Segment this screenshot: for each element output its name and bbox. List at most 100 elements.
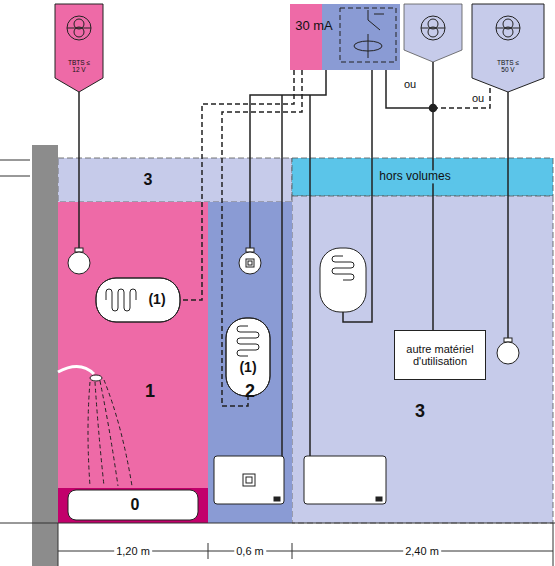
dimension-label: 2,40 m	[403, 545, 441, 557]
differential-switch	[340, 8, 396, 62]
volume-grounds	[292, 196, 553, 523]
volume-band: hors volumes	[292, 158, 553, 196]
transformer-symbol	[67, 16, 91, 40]
transformer-symbol	[496, 16, 520, 40]
box-label: hors volumes	[376, 170, 453, 183]
water-heater	[237, 326, 259, 356]
wires	[309, 95, 311, 456]
shield-outline	[472, 4, 544, 92]
radiator	[243, 474, 255, 486]
shower	[88, 382, 90, 486]
radiator	[304, 456, 386, 504]
shower	[58, 366, 132, 486]
shower	[58, 366, 94, 374]
shower	[100, 381, 118, 486]
volume-number: 2	[245, 382, 255, 402]
radiator	[376, 497, 382, 501]
bathtub	[68, 490, 198, 520]
volume-zone: 0	[58, 488, 208, 523]
dimension-label: 0,6 m	[234, 545, 266, 557]
volume-zone: 3 autre matériel d'utilisation	[292, 196, 553, 523]
supply-box: TBTS ≤ 12 V	[55, 4, 103, 92]
supply-box: TBTS ≤ 50 V	[472, 4, 544, 92]
volume-grounds	[208, 202, 292, 523]
differential-switch	[354, 41, 382, 51]
shower	[95, 382, 104, 486]
wall-and-floor	[0, 160, 30, 176]
dimension-line	[58, 523, 553, 566]
wires	[432, 62, 434, 108]
radiator	[214, 456, 284, 504]
wires	[78, 92, 80, 251]
supply-boxes	[404, 4, 462, 62]
water-heater	[96, 278, 180, 322]
transformer-symbol	[496, 28, 520, 29]
lamp	[248, 261, 252, 265]
volume-number: (1)	[239, 360, 256, 375]
shield-outline	[55, 4, 103, 92]
shower	[104, 380, 132, 486]
transformer-symbol	[421, 16, 445, 40]
shield-outline	[472, 4, 544, 92]
differential-switch	[374, 14, 384, 15]
equipment-box: autre matériel d'utilisation	[394, 330, 486, 380]
volume-grounds	[58, 488, 208, 523]
wires	[507, 92, 509, 341]
water-heater	[320, 248, 366, 312]
rcd-box: 30 mA	[290, 4, 400, 70]
lamp	[504, 338, 512, 342]
transformer-symbol	[67, 16, 520, 40]
wires	[250, 70, 326, 251]
wires	[433, 86, 490, 108]
volume-zone: 1 (1) 0	[58, 202, 208, 523]
lamp	[246, 248, 254, 252]
water-heater	[96, 248, 366, 396]
tank-outline	[96, 278, 180, 322]
volume-grounds	[58, 202, 208, 523]
water-heater	[332, 256, 354, 280]
bathtub	[68, 490, 198, 520]
alternative-note: ou	[402, 78, 418, 90]
transformer-symbol	[421, 28, 445, 29]
wall-and-floor	[32, 145, 58, 566]
wire-connector	[180, 70, 294, 300]
box-label: 30 mA	[295, 19, 333, 33]
wall-and-floor	[0, 523, 555, 524]
volume-number: 1	[145, 382, 155, 402]
radiator	[246, 477, 252, 483]
radiator	[274, 497, 280, 501]
transformer-symbol	[67, 28, 91, 29]
alternative-note: ou	[470, 92, 486, 104]
volume-number: 3	[141, 171, 156, 189]
radiator	[214, 456, 386, 504]
volume-number: (1)	[148, 292, 165, 307]
equipment-label: autre matériel d'utilisation	[395, 340, 485, 370]
volume-grounds	[292, 158, 553, 196]
shower	[90, 375, 102, 381]
lamp	[239, 252, 261, 274]
supply-boxes	[55, 4, 544, 92]
wire-connector	[386, 70, 433, 330]
volume-number: 0	[131, 496, 140, 514]
box-label: TBTS ≤ 12 V	[64, 59, 94, 73]
lamp	[246, 259, 254, 267]
wire-connector	[222, 70, 302, 406]
shield-outline	[55, 4, 103, 92]
wires	[79, 62, 508, 456]
volume-zone: 2(1)	[208, 202, 292, 523]
dimension-line	[58, 523, 553, 566]
volume-number: 3	[415, 402, 425, 422]
lamp	[68, 252, 90, 274]
volume-grounds	[58, 158, 292, 202]
dimension-label: 1,20 m	[114, 545, 152, 557]
water-heater: (1)	[96, 278, 180, 322]
lamp	[75, 248, 83, 252]
volume-band: 3	[58, 158, 292, 202]
lamp	[497, 342, 519, 364]
wires	[281, 95, 283, 456]
